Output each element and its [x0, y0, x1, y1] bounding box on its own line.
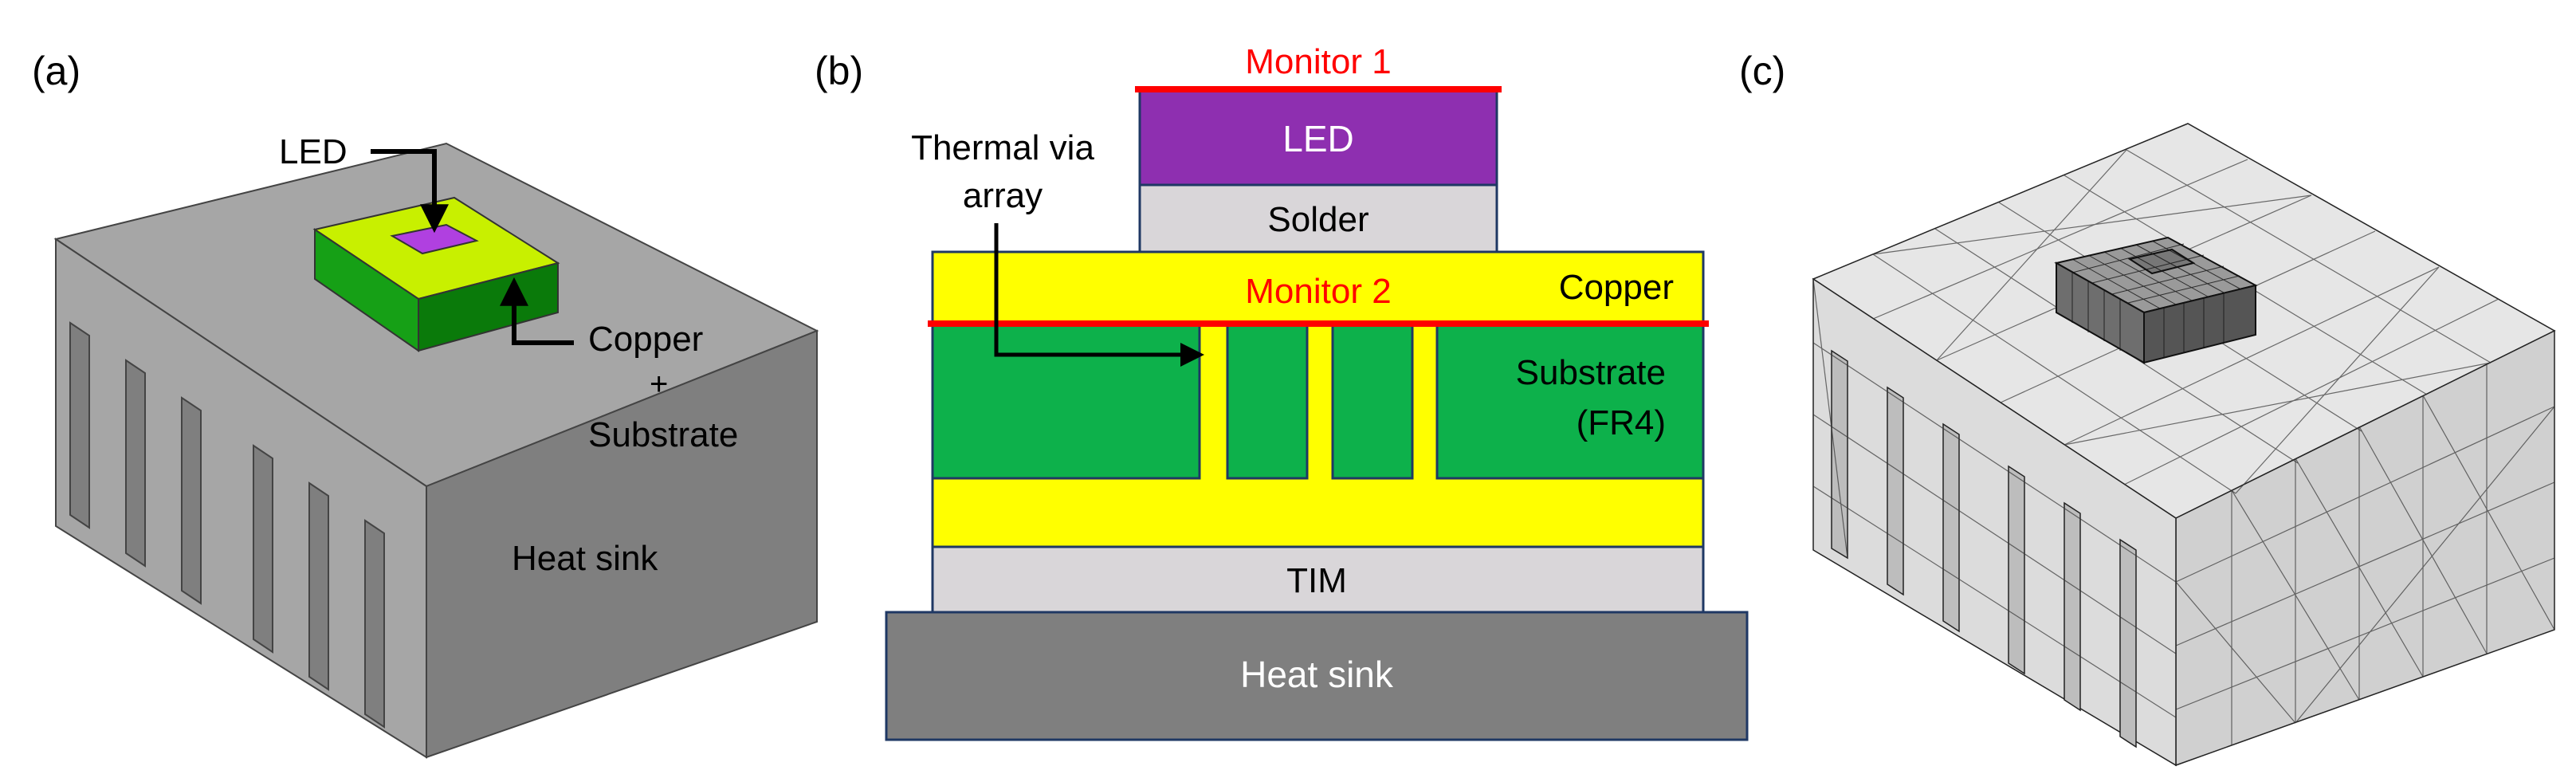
monitor-1-label: Monitor 1 — [1245, 42, 1391, 81]
callout-plus: + — [650, 367, 668, 402]
substrate-right — [1435, 324, 1705, 480]
panel-a: (a) LED Copper + — [32, 49, 819, 759]
layer-substrate-label: Substrate — [1516, 353, 1666, 392]
heat-sink-fins — [69, 321, 385, 729]
layer-solder — [1138, 183, 1498, 253]
layer-copper-label: Copper — [1559, 268, 1674, 307]
heat-sink-left-face — [55, 238, 427, 759]
thermal-via-label: Thermal via — [911, 128, 1094, 167]
layer-substrate — [931, 324, 1705, 480]
mesh-fin-slot — [1942, 422, 1960, 633]
mesh-lines-front — [2175, 364, 2555, 745]
fin-slot — [308, 481, 329, 691]
layer-heat-sink-label: Heat sink — [1240, 654, 1394, 695]
mesh-fin-slot — [1887, 386, 1904, 596]
callout-substrate: Substrate — [588, 415, 738, 454]
thermal-via-sublabel: array — [963, 176, 1043, 215]
monitor-2-label: Monitor 2 — [1245, 272, 1391, 311]
panel-b: (b) Heat sink TIM Copper Substrate (FR4)… — [815, 42, 1749, 741]
mesh-fin-slot — [2064, 501, 2081, 712]
mesh-fin-slot — [2008, 465, 2025, 675]
mesh-block-right — [2143, 284, 2256, 364]
mesh-fin-slot — [2119, 538, 2137, 749]
substrate-via-block — [1331, 324, 1414, 480]
mesh-lines-left — [1812, 278, 2177, 718]
fin-slot — [181, 396, 202, 605]
fin-slot — [364, 519, 385, 729]
mesh-fin-slot — [1831, 349, 1848, 560]
fin-slot — [69, 321, 90, 529]
panel-c: (c) — [1739, 49, 2556, 767]
substrate-via-block — [1226, 324, 1309, 480]
mesh-fins — [1831, 349, 2137, 749]
callout-copper: Copper — [588, 320, 703, 359]
panel-a-label: (a) — [32, 49, 80, 93]
callout-led: LED — [279, 132, 348, 171]
thermal-via-arrow — [994, 223, 1204, 367]
layer-solder-label: Solder — [1267, 200, 1368, 239]
substrate-left — [931, 324, 1201, 480]
arrow-copper — [500, 277, 574, 345]
panel-c-label: (c) — [1739, 49, 1785, 93]
fin-slot — [125, 359, 146, 568]
layer-led-label: LED — [1282, 118, 1353, 159]
layer-tim-label: TIM — [1286, 561, 1347, 600]
mesh-block-dense-lines — [2071, 240, 2240, 358]
panel-b-label: (b) — [815, 49, 863, 93]
layer-substrate-sublabel: (FR4) — [1577, 403, 1666, 442]
arrow-led — [371, 149, 449, 234]
mesh-model — [1812, 123, 2556, 767]
fin-slot — [253, 444, 273, 654]
callout-heat-sink: Heat sink — [512, 539, 658, 578]
